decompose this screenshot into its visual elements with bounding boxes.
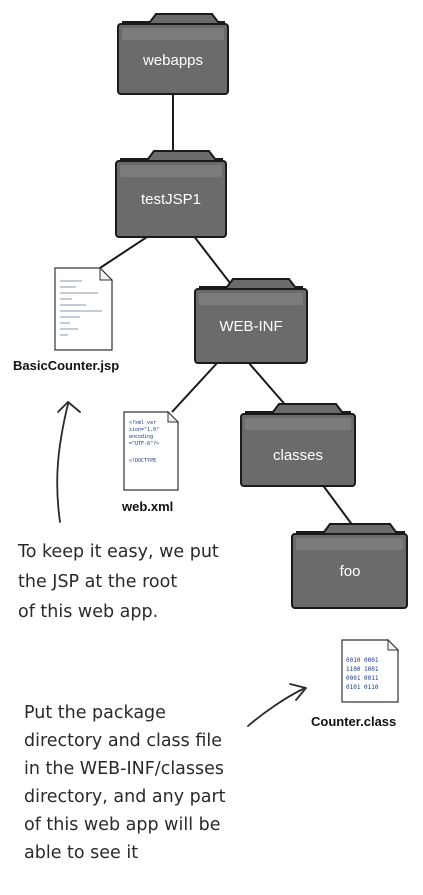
connector-webinf-webxml (171, 361, 219, 413)
connector-webinf-classes (247, 361, 289, 409)
folder-webapps[interactable]: webapps (117, 13, 229, 95)
annotation-jsp-note: To keep it easy, we put the JSP at the r… (17, 542, 219, 622)
annotation-line: of this web app. (18, 602, 158, 622)
file-name-basiccounter: BasicCounter.jsp (13, 358, 119, 373)
file-code-line: 0101 0110 (346, 684, 379, 691)
folder-classes[interactable]: classes (240, 403, 356, 487)
arrow-to-basiccounter (56, 401, 81, 523)
file-name-counterclass: Counter.class (311, 714, 396, 729)
file-code-line: encoding (129, 434, 153, 440)
folder-body (240, 413, 356, 487)
file-web-xml[interactable]: <?xml ver sion="1.0" encoding ="UTF-8"?>… (121, 410, 180, 514)
folder-label-classes: classes (273, 447, 323, 464)
file-code-line: 1100 1001 (346, 666, 379, 673)
folder-shade (245, 418, 351, 430)
file-code-line: <!DOCTYPE (129, 458, 156, 464)
folder-label-testjsp1: testJSP1 (141, 191, 201, 208)
folder-shade (199, 293, 303, 305)
file-code-line: <?xml ver (129, 420, 156, 426)
binary-file-icon: 0010 0001 1100 1001 0001 0011 0101 0110 (341, 638, 400, 703)
file-code-line: 0001 0011 (346, 675, 379, 682)
folder-testjsp1[interactable]: testJSP1 (115, 150, 227, 238)
connector-testjsp1-webinf (192, 234, 231, 284)
file-name-webxml: web.xml (121, 499, 173, 514)
folder-label-foo: foo (340, 563, 361, 580)
arrow-to-counterclass (247, 683, 307, 727)
folder-foo[interactable]: foo (291, 523, 408, 609)
annotation-line: To keep it easy, we put (17, 542, 219, 562)
connectors (99, 93, 357, 531)
connector-classes-foo (321, 483, 357, 531)
file-counter-class[interactable]: 0010 0001 1100 1001 0001 0011 0101 0110 … (311, 638, 400, 729)
annotation-line: in the WEB-INF/classes (24, 759, 224, 779)
file-basiccounter-jsp[interactable]: BasicCounter.jsp (13, 266, 119, 373)
document-icon (54, 266, 114, 351)
annotation-line: directory, and any part (24, 787, 226, 807)
annotation-line: directory and class file (24, 731, 222, 751)
connector-testjsp1-basiccounter (99, 234, 151, 269)
document-icon: <?xml ver sion="1.0" encoding ="UTF-8"?>… (123, 410, 180, 491)
folder-webinf[interactable]: WEB-INF (194, 278, 308, 364)
folder-label-webapps: webapps (142, 52, 203, 69)
annotation-line: Put the package (24, 703, 166, 723)
file-code-line: 0010 0001 (346, 657, 379, 664)
folder-shade (120, 165, 222, 177)
annotation-class-note: Put the package directory and class file… (24, 703, 226, 863)
file-code-line: ="UTF-8"?> (129, 441, 159, 447)
file-code-line: sion="1.0" (129, 427, 159, 433)
folder-body (291, 533, 408, 609)
folder-shade (122, 28, 224, 40)
folder-body (115, 160, 227, 238)
folder-body (194, 288, 308, 364)
folder-body (117, 23, 229, 95)
annotation-line: of this web app will be (24, 815, 221, 835)
folder-label-webinf: WEB-INF (219, 318, 282, 335)
annotation-line: the JSP at the root (18, 572, 177, 592)
folder-shade (296, 538, 403, 550)
annotation-line: able to see it (24, 843, 138, 863)
